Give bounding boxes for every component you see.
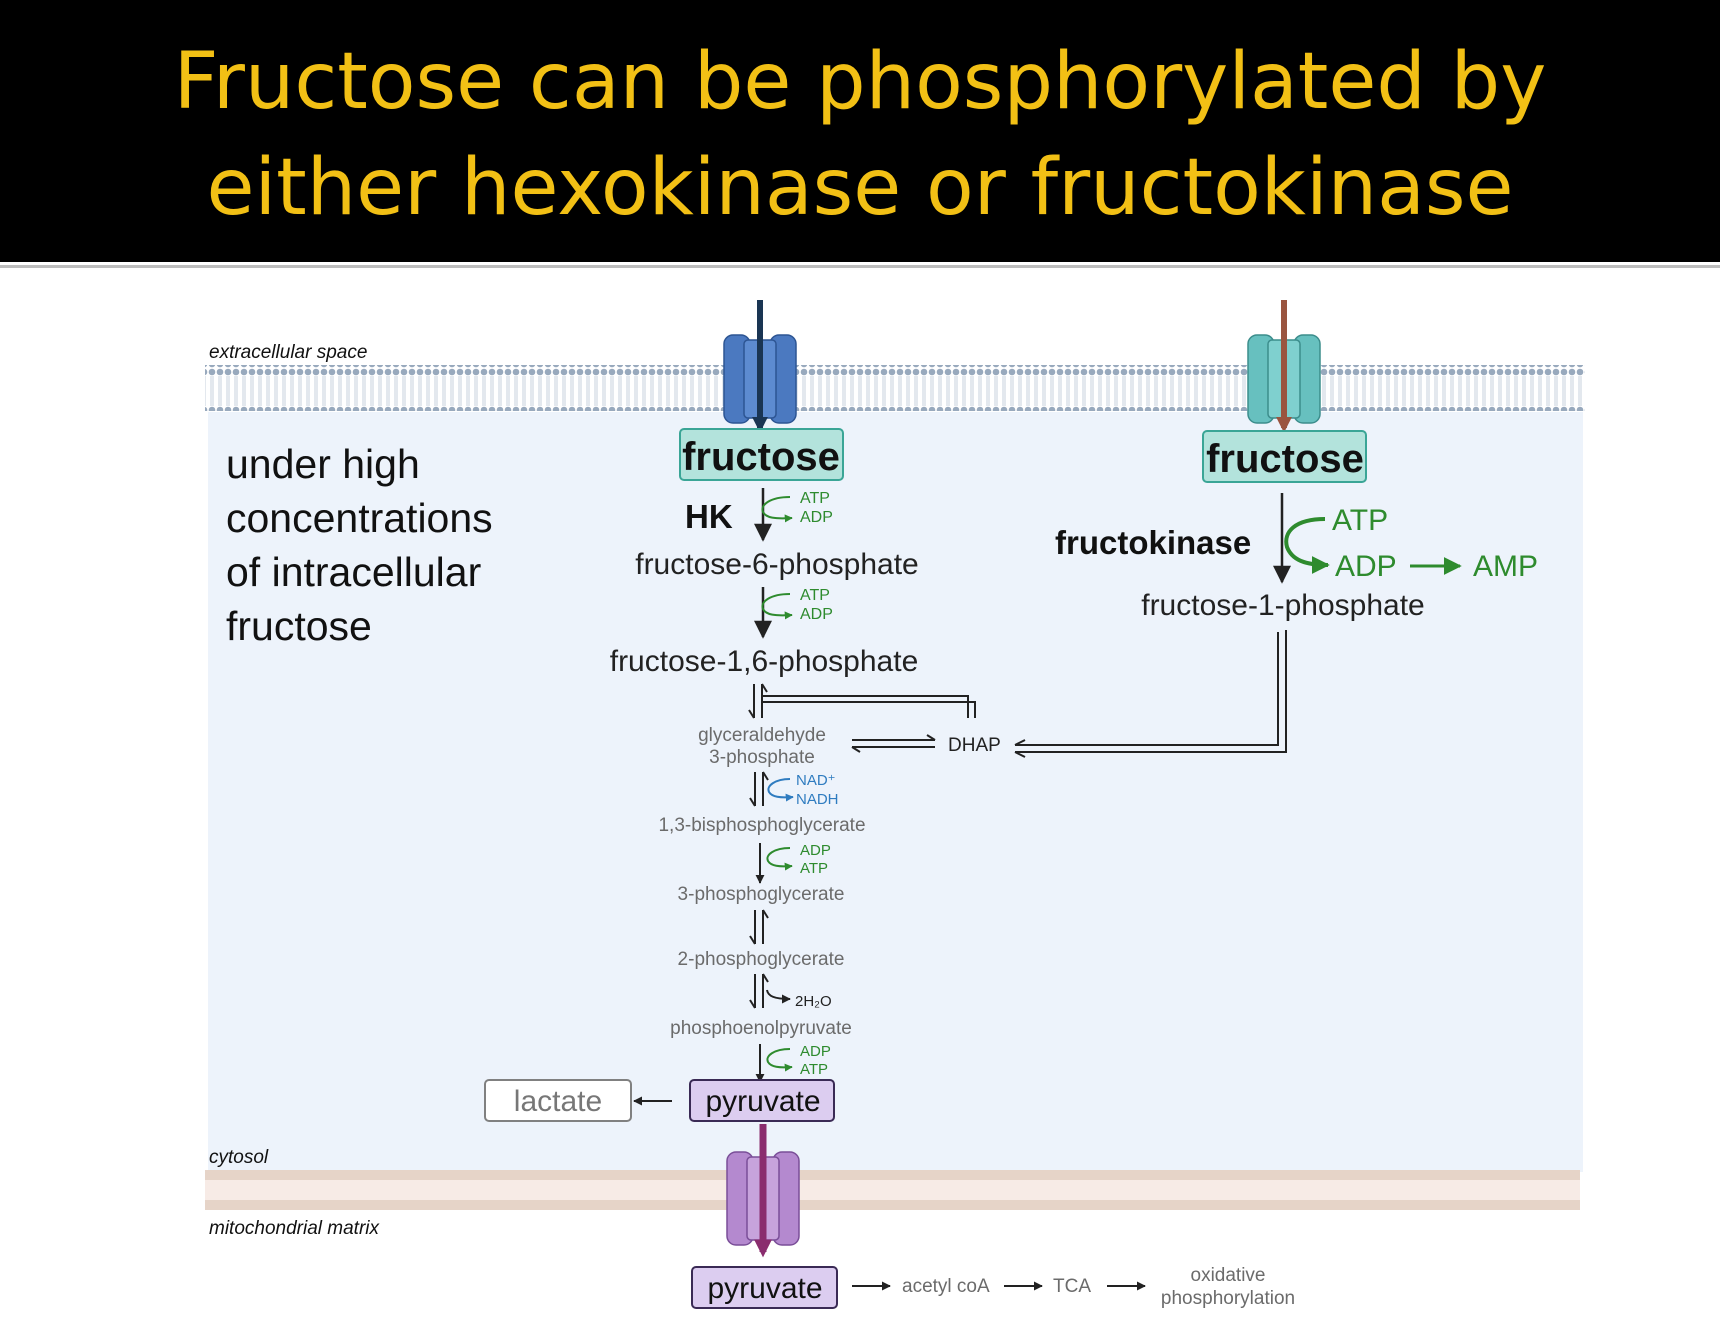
fructokinase-enzyme-label: fructokinase <box>1055 524 1251 561</box>
acetyl-coa-label: acetyl coA <box>902 1276 990 1297</box>
pgk-adp-label: ADP <box>800 842 831 859</box>
amp-label: AMP <box>1473 550 1538 583</box>
lactate-label: lactate <box>514 1085 602 1118</box>
gapdh-equilibrium-arrows <box>749 771 769 807</box>
mito-membrane-inner-leaflet <box>205 1200 1580 1210</box>
slide-title-line-2: either hexokinase or fructokinase <box>206 143 1514 233</box>
hk-cofactor-arrow <box>761 496 793 523</box>
pyruvate-box-cytosol <box>689 1079 835 1122</box>
pg2-label: 2-phosphoglycerate <box>678 949 845 970</box>
pyruvate-label-cytosol: pyruvate <box>705 1085 820 1118</box>
pyruvate-box-mito <box>691 1266 838 1309</box>
bpg-label: 1,3-bisphosphoglycerate <box>658 815 865 836</box>
nad-label: NAD⁺ <box>796 772 836 789</box>
slide-title-line-1: Fructose can be phosphorylated by <box>173 37 1547 127</box>
pgm-equilibrium-arrows <box>749 909 769 945</box>
cytosol-label: cytosol <box>209 1147 269 1168</box>
lactate-box <box>484 1079 632 1122</box>
water-label: 2H₂O <box>795 993 832 1010</box>
cytosol-region <box>208 412 1583 1172</box>
extracellular-label: extracellular space <box>209 342 367 363</box>
g3p-label-line-2: 3-phosphate <box>709 747 815 768</box>
title-bar: Fructose can be phosphorylated by either… <box>0 0 1720 262</box>
note-line-2: concentrations <box>226 495 493 541</box>
tpi-equilibrium-arrows <box>851 734 936 753</box>
enolase-water-arrow <box>766 989 791 1004</box>
tca-label: TCA <box>1053 1276 1091 1297</box>
pfk-cofactor-arrow <box>761 593 793 620</box>
plasma-membrane <box>205 365 1585 411</box>
pfk-adp-label: ADP <box>800 606 833 623</box>
hk-enzyme-label: HK <box>685 498 733 535</box>
note-line-4: fructose <box>226 603 372 649</box>
pk-adp-label: ADP <box>800 1043 831 1060</box>
pg3-label: 3-phosphoglycerate <box>678 884 845 905</box>
fructose-box-right <box>1202 430 1367 483</box>
hk-adp-label: ADP <box>800 509 833 526</box>
fructokinase-atp-label: ATP <box>1332 504 1388 537</box>
aldolase-split-arrows <box>748 683 976 719</box>
fructokinase-adp-label: ADP <box>1335 550 1397 583</box>
note-line-1: under high <box>226 441 420 487</box>
dhap-label: DHAP <box>948 735 1001 756</box>
note-line-3: of intracellular <box>226 549 481 595</box>
oxphos-label-line-1: oxidative <box>1191 1265 1266 1286</box>
hk-atp-label: ATP <box>800 490 830 507</box>
g3p-label-line-1: glyceraldehyde <box>698 725 826 746</box>
enolase-equilibrium-arrows <box>749 973 769 1009</box>
nadh-label: NADH <box>796 791 839 808</box>
fructose-label-left: fructose <box>682 435 840 479</box>
glut5-transporter-icon <box>1247 334 1321 424</box>
oxphos-label-line-2: phosphorylation <box>1161 1288 1295 1309</box>
gapdh-cofactor-arrow <box>767 778 794 802</box>
pgk-atp-label: ATP <box>800 860 828 877</box>
f1p-label: fructose-1-phosphate <box>1141 589 1425 622</box>
aldolase-b-arrows <box>1014 630 1287 758</box>
pk-atp-label: ATP <box>800 1061 828 1078</box>
fructose-label-right: fructose <box>1206 437 1364 481</box>
f6p-label: fructose-6-phosphate <box>635 548 919 581</box>
pfk-atp-label: ATP <box>800 587 830 604</box>
pep-label: phosphoenolpyruvate <box>670 1018 852 1039</box>
fructokinase-cofactor-arrow <box>1284 517 1330 574</box>
mitochondrial-matrix-label: mitochondrial matrix <box>209 1218 380 1239</box>
f16bp-label: fructose-1,6-phosphate <box>610 645 919 678</box>
fructose-box-left <box>679 428 844 481</box>
pyruvate-label-mito: pyruvate <box>707 1272 822 1305</box>
title-divider <box>0 265 1720 268</box>
pgk-cofactor-arrow <box>766 847 793 871</box>
pk-cofactor-arrow <box>766 1048 793 1072</box>
mito-membrane-outer-leaflet <box>205 1170 1580 1180</box>
